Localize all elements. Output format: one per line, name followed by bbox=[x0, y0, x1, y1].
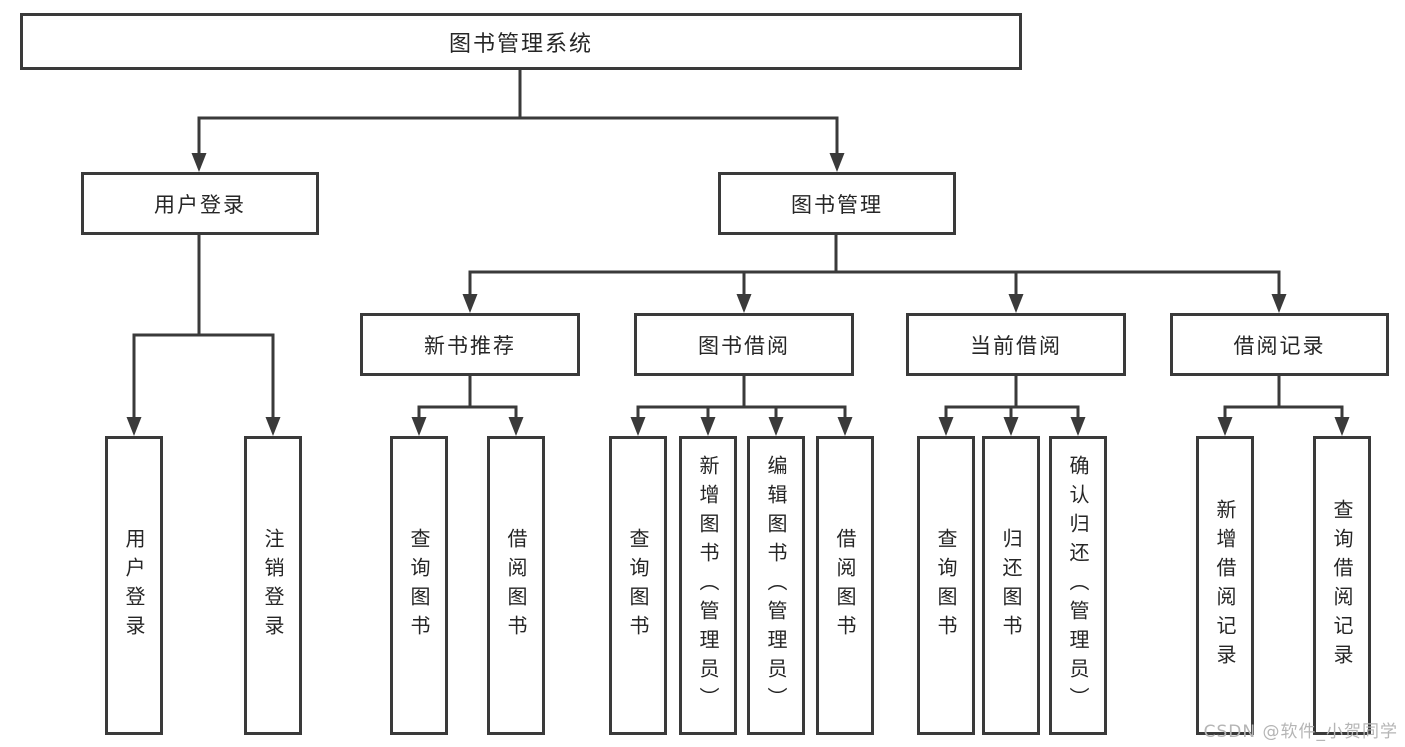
arrowhead bbox=[1003, 417, 1019, 436]
leaf-rec-query-books: 查询图书 bbox=[390, 436, 448, 735]
node-current-borrow-label: 当前借阅 bbox=[970, 333, 1062, 358]
arrowhead bbox=[829, 153, 845, 172]
connector-root-to-level2 bbox=[191, 68, 845, 172]
leaf-bb-borrow-books-label: 借阅图书 bbox=[833, 527, 857, 644]
leaf-logout-label: 注销登录 bbox=[261, 527, 285, 644]
node-book-borrow: 图书借阅 bbox=[634, 313, 854, 376]
node-current-borrow: 当前借阅 bbox=[906, 313, 1126, 376]
arrowhead bbox=[768, 417, 784, 436]
connector-new-book-rec-to-leaves bbox=[411, 376, 524, 436]
leaf-cb-confirm-return-label: 确认归还（管理员） bbox=[1066, 455, 1090, 716]
arrowhead bbox=[411, 417, 427, 436]
arrowhead bbox=[462, 294, 478, 313]
node-user-login-label: 用户登录 bbox=[154, 192, 246, 217]
arrowhead bbox=[837, 417, 853, 436]
connector-borrow-records-to-leaves bbox=[1217, 376, 1350, 436]
arrowhead bbox=[265, 417, 281, 436]
leaf-cb-query-books-label: 查询图书 bbox=[934, 527, 958, 644]
leaf-br-add-record-label: 新增借阅记录 bbox=[1213, 498, 1237, 673]
node-book-mgmt: 图书管理 bbox=[718, 172, 956, 235]
arrowhead bbox=[191, 153, 207, 172]
connector-user-login-to-leaves bbox=[126, 235, 281, 436]
node-new-book-rec: 新书推荐 bbox=[360, 313, 580, 376]
leaf-bb-query-books-label: 查询图书 bbox=[626, 527, 650, 644]
arrowhead bbox=[1271, 294, 1287, 313]
leaf-bb-add-books: 新增图书（管理员） bbox=[679, 436, 737, 735]
arrowhead bbox=[736, 294, 752, 313]
node-borrow-records-label: 借阅记录 bbox=[1233, 333, 1326, 358]
leaf-bb-borrow-books: 借阅图书 bbox=[816, 436, 874, 735]
arrowhead bbox=[1217, 417, 1233, 436]
leaf-cb-return-books-label: 归还图书 bbox=[999, 527, 1023, 644]
leaf-bb-query-books: 查询图书 bbox=[609, 436, 667, 735]
node-borrow-records: 借阅记录 bbox=[1170, 313, 1389, 376]
leaf-br-query-record-label: 查询借阅记录 bbox=[1330, 498, 1354, 673]
leaf-rec-borrow-books-label: 借阅图书 bbox=[504, 527, 528, 644]
connector-book-mgmt-to-level3 bbox=[462, 235, 1287, 313]
arrowhead bbox=[1070, 417, 1086, 436]
csdn-watermark: CSDN @软件_小贺同学 bbox=[1203, 722, 1398, 742]
arrowhead bbox=[126, 417, 142, 436]
connector-current-borrow-to-leaves bbox=[938, 376, 1086, 436]
leaf-logout: 注销登录 bbox=[244, 436, 302, 735]
leaf-bb-edit-books: 编辑图书（管理员） bbox=[747, 436, 805, 735]
leaf-rec-borrow-books: 借阅图书 bbox=[487, 436, 545, 735]
leaf-cb-confirm-return: 确认归还（管理员） bbox=[1049, 436, 1107, 735]
arrowhead bbox=[700, 417, 716, 436]
node-book-borrow-label: 图书借阅 bbox=[698, 333, 790, 358]
node-new-book-rec-label: 新书推荐 bbox=[424, 333, 516, 358]
leaf-bb-edit-books-label: 编辑图书（管理员） bbox=[764, 455, 788, 716]
connector-book-borrow-to-leaves bbox=[630, 376, 853, 436]
leaf-user-login-label: 用户登录 bbox=[122, 527, 146, 644]
arrowhead bbox=[630, 417, 646, 436]
node-user-login: 用户登录 bbox=[81, 172, 319, 235]
arrowhead bbox=[1334, 417, 1350, 436]
leaf-user-login: 用户登录 bbox=[105, 436, 163, 735]
node-root-label: 图书管理系统 bbox=[448, 31, 593, 57]
node-book-mgmt-label: 图书管理 bbox=[791, 192, 883, 217]
arrowhead bbox=[938, 417, 954, 436]
leaf-cb-query-books: 查询图书 bbox=[917, 436, 975, 735]
leaf-br-add-record: 新增借阅记录 bbox=[1196, 436, 1254, 735]
node-root: 图书管理系统 bbox=[20, 13, 1022, 70]
leaf-rec-query-books-label: 查询图书 bbox=[407, 527, 431, 644]
leaf-cb-return-books: 归还图书 bbox=[982, 436, 1040, 735]
leaf-bb-add-books-label: 新增图书（管理员） bbox=[696, 455, 720, 716]
leaf-br-query-record: 查询借阅记录 bbox=[1313, 436, 1371, 735]
arrowhead bbox=[1008, 294, 1024, 313]
arrowhead bbox=[508, 417, 524, 436]
